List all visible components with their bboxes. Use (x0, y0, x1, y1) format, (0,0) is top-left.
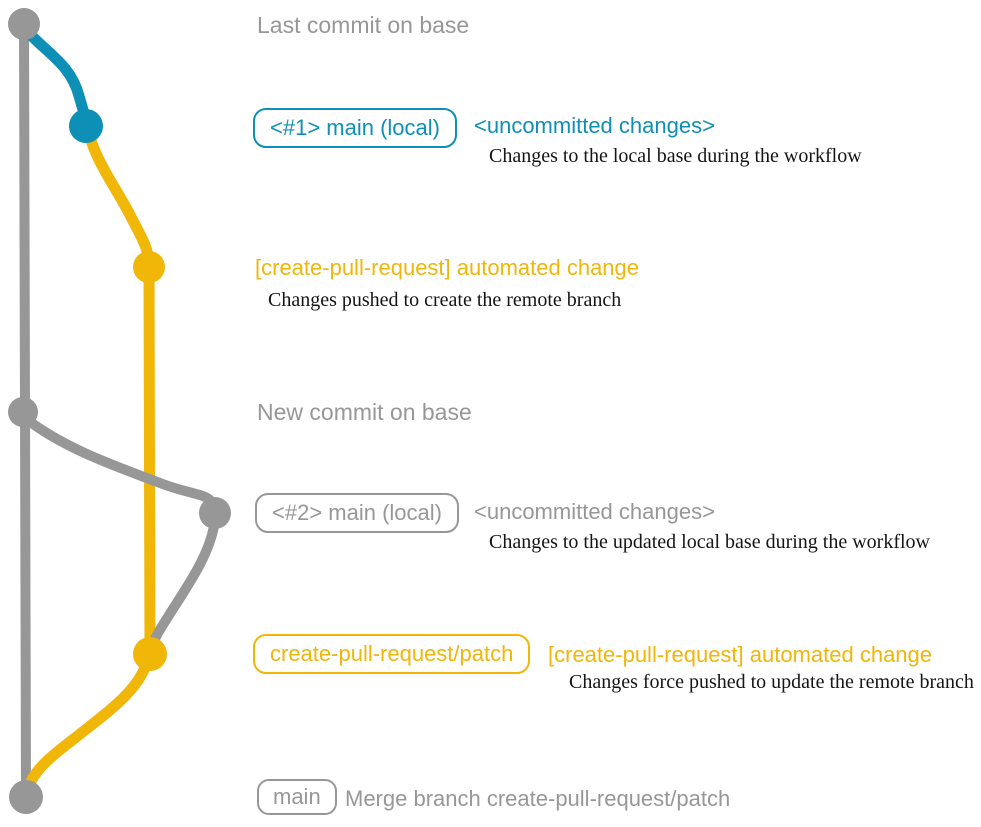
branch-tag-main-local-1: <#1> main (local) (253, 108, 457, 148)
branch-tag-main: main (257, 779, 337, 815)
commit-dot-automated-change-force-push (133, 637, 167, 671)
commit-dot-automated-change (133, 251, 165, 283)
commit-message-automated-change-1: [create-pull-request] automated change (255, 255, 640, 280)
caption-local-base-changes: Changes to the local base during the wor… (489, 145, 862, 167)
git-graph (8, 8, 231, 814)
updated-local-branch-line-in (146, 518, 220, 654)
caption-changes-pushed: Changes pushed to create the remote bran… (268, 289, 622, 311)
commit-message-merge-branch: Merge branch create-pull-request/patch (345, 786, 731, 811)
commit-message-uncommitted-changes-1: <uncommitted changes> (474, 113, 715, 138)
caption-updated-local-base-changes: Changes to the updated local base during… (489, 531, 930, 553)
commit-message-automated-change-2: [create-pull-request] automated change (548, 642, 933, 667)
remote-branch-line (82, 128, 156, 655)
branch-tag-create-pull-request-patch: create-pull-request/patch (253, 634, 531, 674)
commit-dot-merge-commit (9, 780, 43, 814)
commit-dot-local-main-1 (69, 109, 103, 143)
updated-local-branch-line-out (21, 414, 220, 513)
merge-branch-line (21, 656, 154, 795)
caption-changes-force-pushed: Changes force pushed to update the remot… (569, 671, 974, 693)
commit-label-last-commit-on-base: Last commit on base (257, 12, 470, 38)
commit-dot-new-commit-on-base (8, 397, 38, 427)
commit-message-uncommitted-changes-2: <uncommitted changes> (474, 499, 715, 524)
commit-dot-last-commit-on-base (8, 8, 40, 40)
commit-label-new-commit-on-base: New commit on base (257, 399, 472, 425)
commit-dot-local-main-2 (199, 497, 231, 529)
branch-tag-main-local-2: <#2> main (local) (255, 493, 459, 533)
